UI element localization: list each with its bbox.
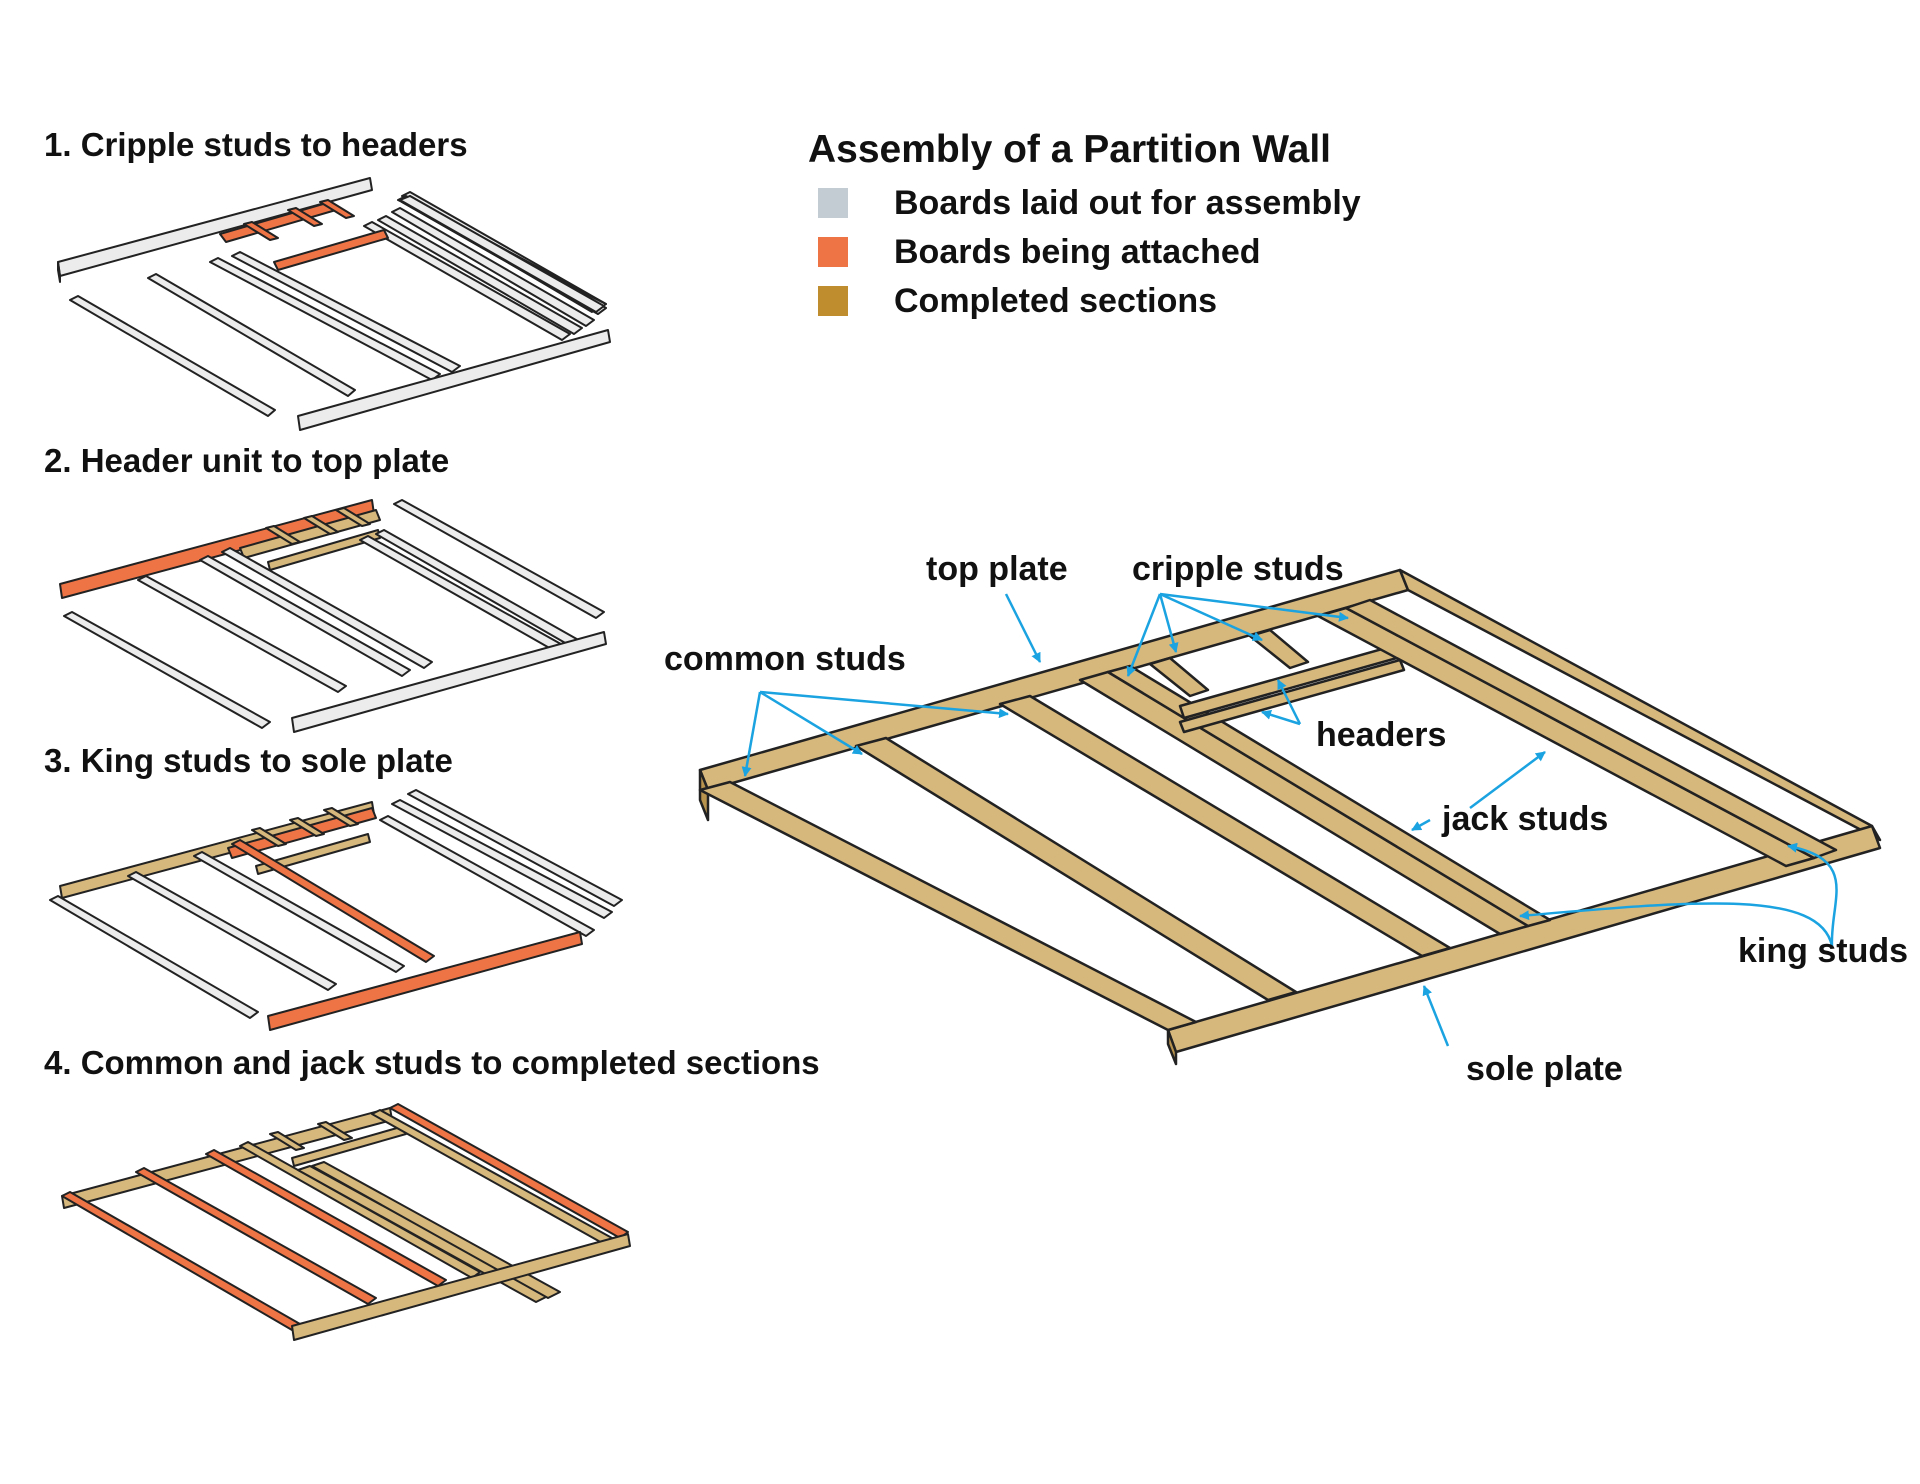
legend-item-attached: Boards being attached (818, 232, 1261, 272)
main-wall-frame (698, 568, 1882, 1066)
legend-item-completed: Completed sections (818, 281, 1217, 321)
legend-swatch (818, 237, 848, 267)
cripple-stud (1248, 628, 1310, 670)
legend-swatch (818, 188, 848, 218)
step-1-drawing (57, 177, 611, 431)
header (1178, 658, 1406, 734)
common-stud (998, 694, 1452, 958)
common-stud (854, 736, 1298, 1002)
step-3-title: 3. King studs to sole plate (44, 742, 453, 779)
callout-sole-plate: sole plate (1466, 1050, 1623, 1088)
callout-king-studs: king studs (1738, 932, 1909, 970)
step-4-title: 4. Common and jack studs to completed se… (44, 1044, 820, 1081)
cripple-stud (1148, 656, 1210, 698)
legend-item-laid-out: Boards laid out for assembly (818, 183, 1361, 223)
step-1-title: 1. Cripple studs to headers (44, 126, 468, 163)
legend-label: Completed sections (894, 281, 1218, 320)
step-2-drawing (59, 499, 607, 733)
legend-swatch (818, 286, 848, 316)
callout-common-studs: common studs (664, 640, 906, 678)
callout-arrows (741, 592, 1838, 1047)
common-stud (698, 780, 1198, 1032)
callout-top-plate: top plate (926, 550, 1068, 588)
king-stud (1344, 598, 1838, 860)
callout-cripple-studs: cripple studs (1132, 550, 1344, 588)
callout-headers: headers (1316, 716, 1447, 754)
diagram-title: Assembly of a Partition Wall (808, 128, 1331, 171)
callout-jack-studs: jack studs (1442, 800, 1609, 838)
jack-stud (1106, 664, 1552, 928)
legend-label: Boards being attached (894, 232, 1261, 271)
step-2-title: 2. Header unit to top plate (44, 442, 450, 479)
step-4-drawing (61, 1103, 631, 1341)
step-3-drawing (49, 789, 623, 1031)
legend-label: Boards laid out for assembly (894, 183, 1361, 222)
